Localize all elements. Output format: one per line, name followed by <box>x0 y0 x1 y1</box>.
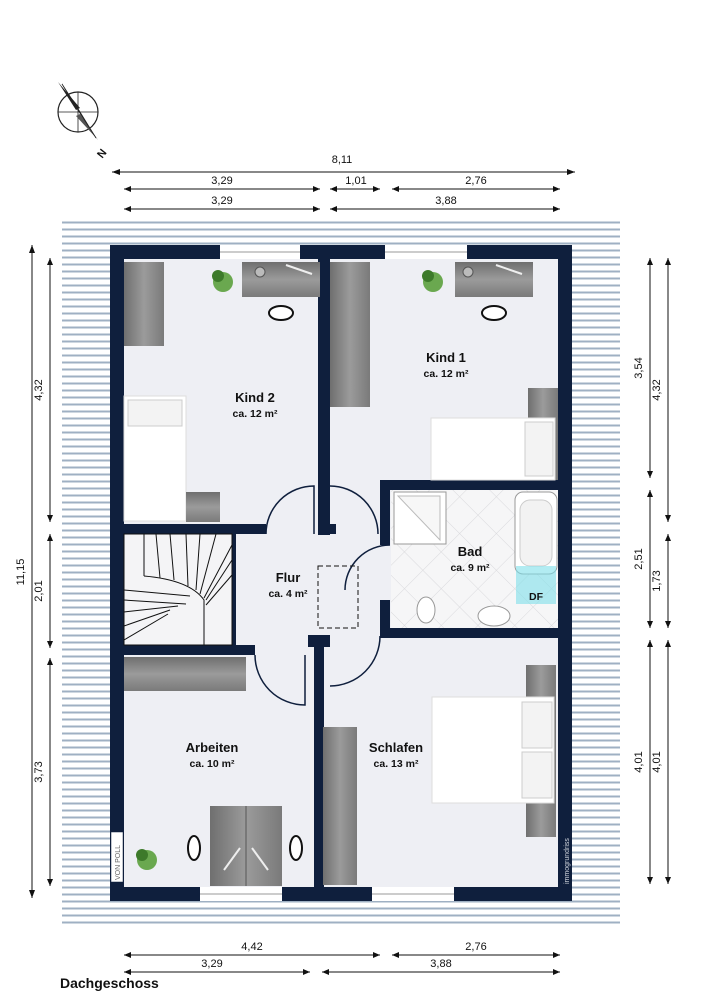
schlafen-furniture <box>323 665 556 885</box>
dim-left-a: 4,32 <box>33 379 45 400</box>
kind1-furniture <box>330 262 558 481</box>
room-name-bad: Bad <box>458 544 483 559</box>
dim-right-outer-b: 1,73 <box>651 570 663 591</box>
room-name-arbeiten: Arbeiten <box>186 740 239 755</box>
bottom-dimensions: 4,42 2,76 3,29 3,88 <box>124 941 560 975</box>
arbeiten-furniture <box>124 657 303 886</box>
brand-vonpoll: VON POLL <box>115 845 122 880</box>
room-area-schlafen: ca. 13 m² <box>374 758 419 770</box>
brand-immogrundriss: immogrundriss <box>564 838 571 884</box>
room-area-flur: ca. 4 m² <box>268 588 308 600</box>
floor-title: Dachgeschoss <box>60 975 159 991</box>
dim-top-total: 8,11 <box>332 154 353 166</box>
dim-right-inner-a: 3,54 <box>633 357 645 378</box>
right-dimensions: 3,54 2,51 4,01 4,32 1,73 4,01 <box>633 258 671 884</box>
room-labels: Kind 2 ca. 12 m² Kind 1 ca. 12 m² Bad ca… <box>186 350 490 770</box>
room-area-kind2: ca. 12 m² <box>233 408 278 420</box>
dim-left-total: 11,15 <box>15 559 27 586</box>
kind2-furniture <box>123 262 320 522</box>
dim-bottom-row2-b: 3,88 <box>430 958 451 970</box>
dim-bottom-row2-a: 3,29 <box>201 958 222 970</box>
dim-top-row1-c: 2,76 <box>465 175 486 187</box>
room-name-schlafen: Schlafen <box>369 740 423 755</box>
room-name-kind2: Kind 2 <box>235 390 275 405</box>
left-dimensions: 11,15 4,32 2,01 3,73 <box>15 245 53 898</box>
door-swings <box>254 485 391 706</box>
room-name-kind1: Kind 1 <box>426 350 466 365</box>
dim-top-row2-b: 3,88 <box>435 195 456 207</box>
dim-right-outer-a: 4,32 <box>651 379 663 400</box>
dim-bottom-row1-b: 2,76 <box>465 941 486 953</box>
compass-icon: N <box>57 82 110 161</box>
dim-bottom-row1-a: 4,42 <box>241 941 262 953</box>
room-area-arbeiten: ca. 10 m² <box>190 758 235 770</box>
windows <box>200 245 467 901</box>
room-name-flur: Flur <box>276 570 301 585</box>
compass-label: N <box>95 147 109 161</box>
bathroom-fixtures: DF <box>393 491 558 627</box>
attic-hatch <box>317 565 359 629</box>
skylight <box>516 566 556 604</box>
dim-left-b: 2,01 <box>33 580 45 601</box>
top-dimensions: 8,11 3,29 1,01 2,76 3,29 3,88 <box>112 154 575 212</box>
staircase <box>123 533 233 646</box>
dim-right-inner-b: 2,51 <box>633 548 645 569</box>
room-area-kind1: ca. 12 m² <box>424 368 469 380</box>
dim-top-row1-a: 3,29 <box>211 175 232 187</box>
branding: VON POLL immogrundriss <box>110 831 571 884</box>
dim-top-row2-a: 3,29 <box>211 195 232 207</box>
dim-left-c: 3,73 <box>33 761 45 782</box>
interior-walls <box>110 245 558 901</box>
dim-right-inner-c: 4,01 <box>633 751 645 772</box>
dim-top-row1-b: 1,01 <box>345 175 366 187</box>
dim-right-outer-c: 4,01 <box>651 751 663 772</box>
skylight-label: DF <box>529 591 544 603</box>
room-area-bad: ca. 9 m² <box>450 562 490 574</box>
